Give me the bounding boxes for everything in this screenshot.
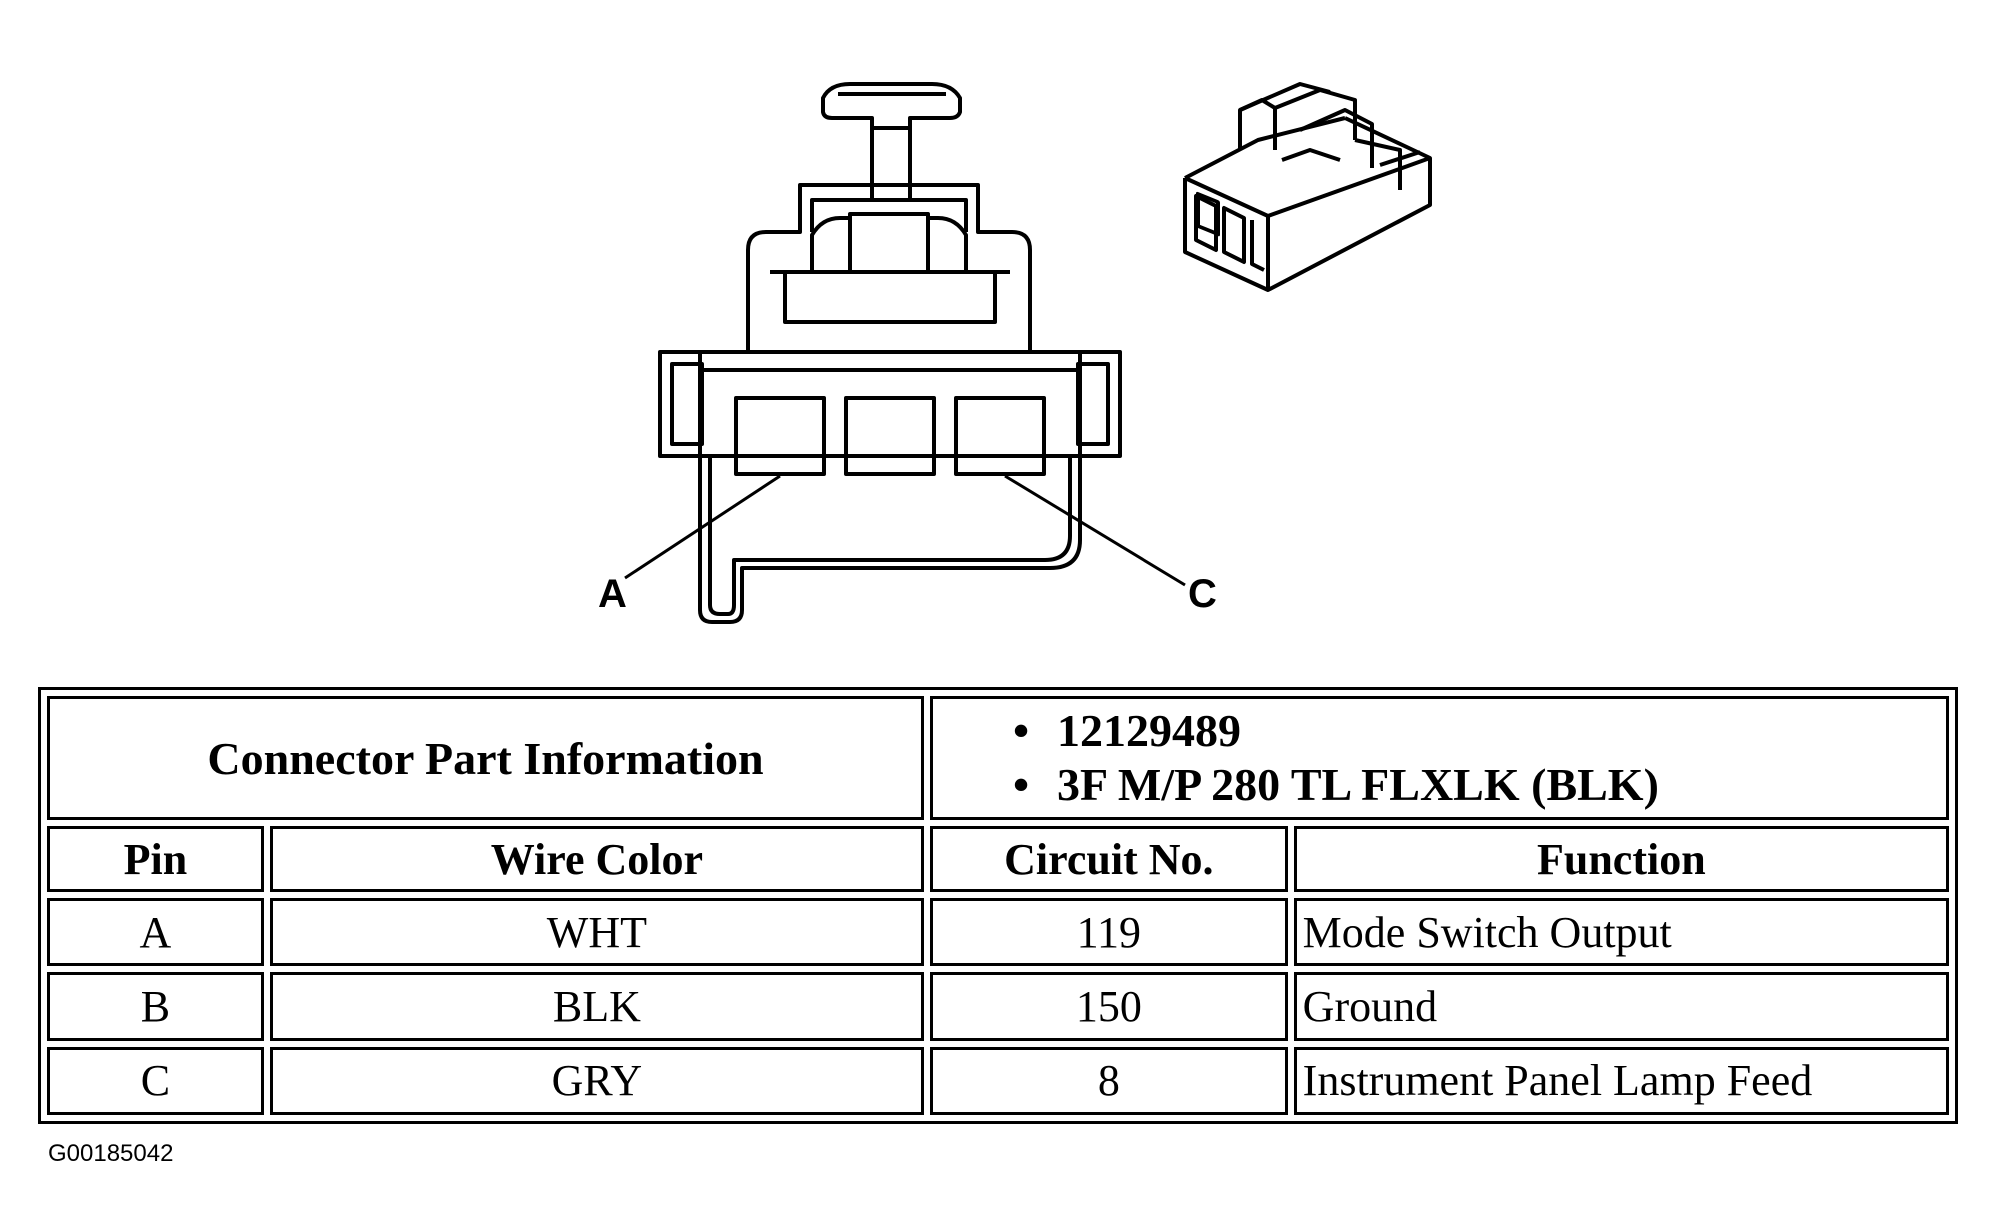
cell-pin: C [47, 1046, 264, 1115]
figure-id: G00185042 [48, 1140, 174, 1167]
cell-circuit: 119 [930, 898, 1288, 967]
cell-circuit: 150 [930, 972, 1288, 1041]
connector-info-table: Connector Part Information 12129489 3F M… [38, 687, 1958, 1124]
header-pin: Pin [47, 826, 264, 892]
cell-pin: A [47, 898, 264, 967]
cell-pin: B [47, 972, 264, 1041]
connector-isometric-view [1183, 82, 1432, 292]
part-info-values: 12129489 3F M/P 280 TL FLXLK (BLK) [930, 696, 1949, 820]
header-circuit-no: Circuit No. [930, 826, 1288, 892]
callout-c: C [1188, 572, 1217, 616]
cell-function: Mode Switch Output [1293, 898, 1949, 967]
cavity-b [844, 396, 936, 476]
table-row: C GRY 8 Instrument Panel Lamp Feed [47, 1046, 1949, 1115]
callout-a: A [598, 572, 627, 616]
table-row: B BLK 150 Ground [47, 972, 1949, 1041]
leader-line-c [1004, 474, 1186, 587]
cell-circuit: 8 [930, 1046, 1288, 1115]
cell-function: Instrument Panel Lamp Feed [1293, 1046, 1949, 1115]
header-wire-color: Wire Color [269, 826, 925, 892]
part-number: 12129489 [1013, 704, 1946, 758]
part-info-label: Connector Part Information [47, 696, 925, 820]
cell-wire-color: GRY [269, 1046, 925, 1115]
cell-wire-color: BLK [269, 972, 925, 1041]
leader-line-a [624, 474, 781, 580]
table-row: A WHT 119 Mode Switch Output [47, 898, 1949, 967]
cavity-c [954, 396, 1046, 476]
connector-upper-housing [746, 183, 1032, 352]
cell-function: Ground [1293, 972, 1949, 1041]
cavity-a [734, 396, 826, 476]
connector-diagram [624, 82, 1432, 624]
header-function: Function [1293, 826, 1949, 892]
connector-latch [821, 82, 962, 202]
cell-wire-color: WHT [269, 898, 925, 967]
connector-body [658, 350, 1122, 624]
part-description: 3F M/P 280 TL FLXLK (BLK) [1013, 758, 1946, 812]
